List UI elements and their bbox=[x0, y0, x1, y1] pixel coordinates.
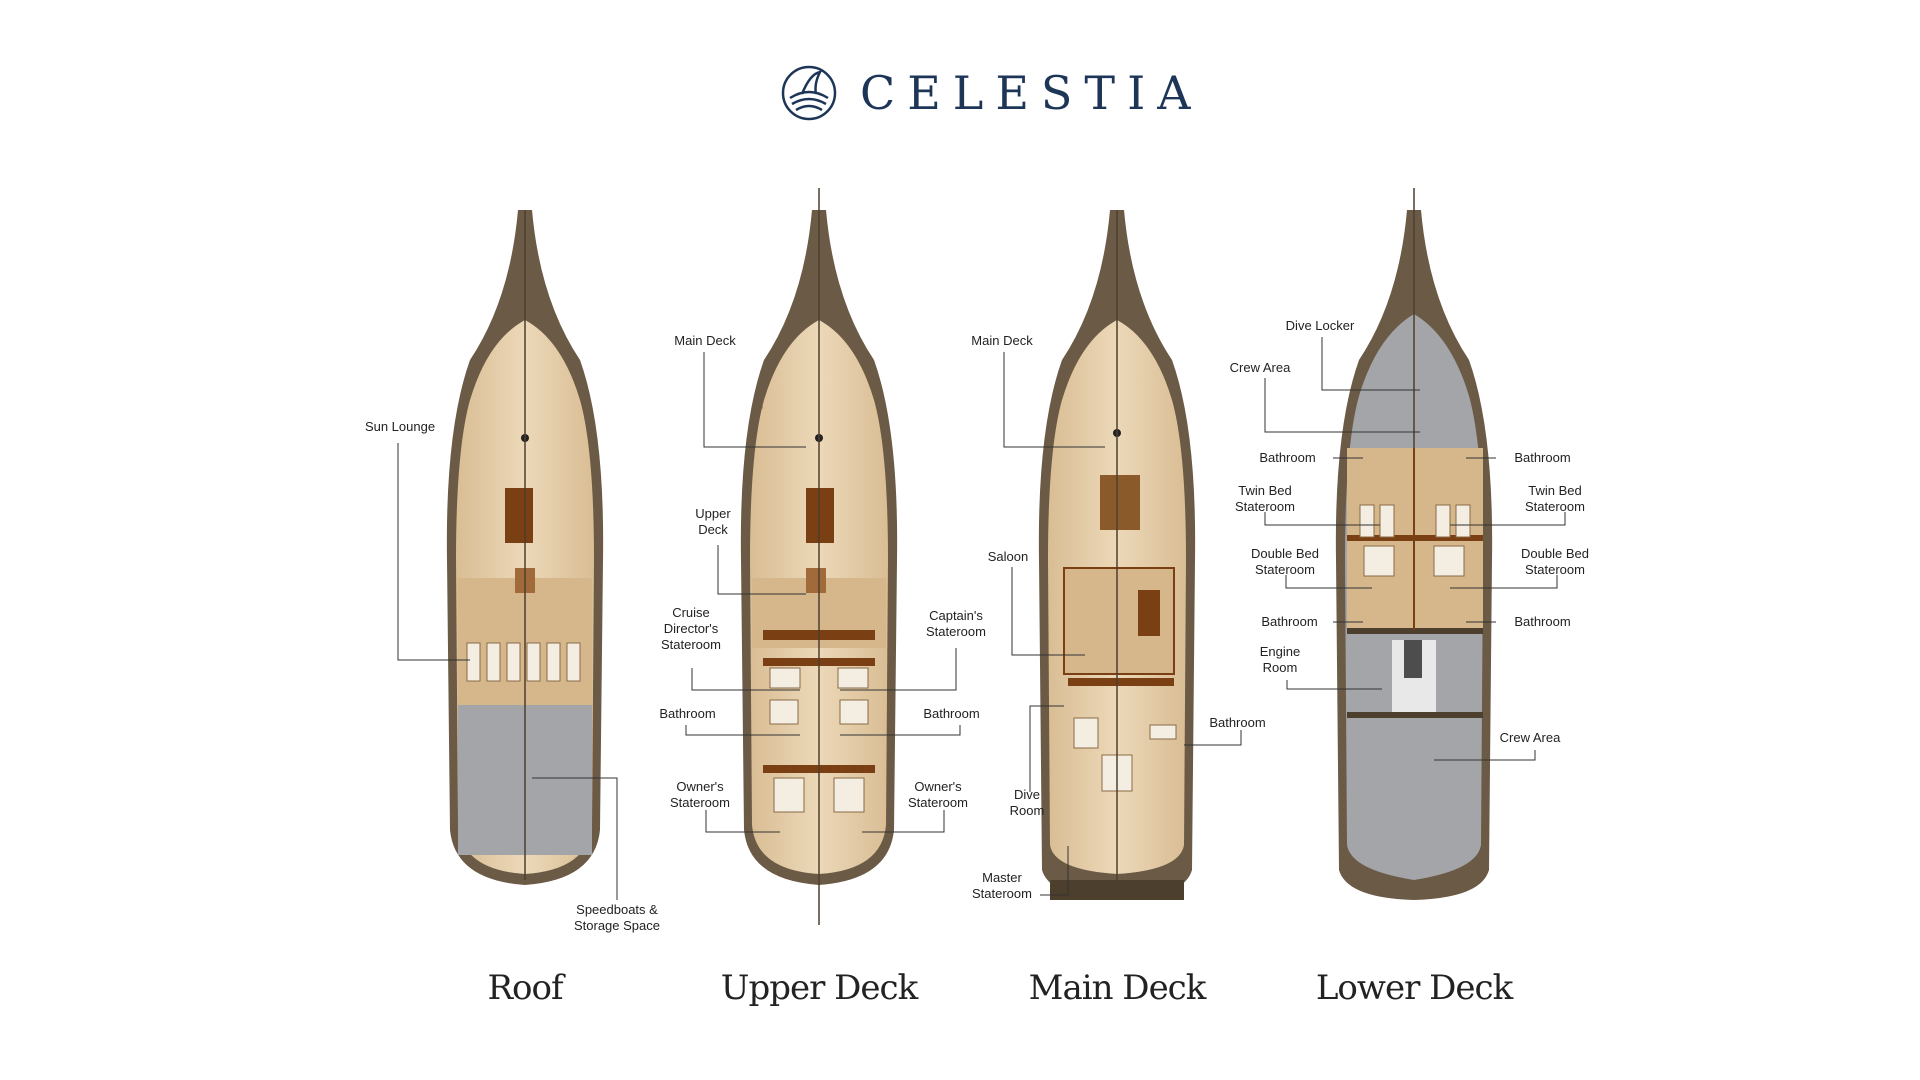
label-double-bed-stateroom-left: Double Bed Stateroom bbox=[1251, 546, 1319, 577]
brand-header: CELESTIA bbox=[0, 60, 1920, 140]
label-engine-room: Engine Room bbox=[1259, 644, 1301, 675]
label-bathroom-upper-left: Bathroom bbox=[659, 706, 716, 721]
label-saloon: Saloon bbox=[987, 549, 1029, 564]
label-upper-deck: Upper Deck bbox=[695, 506, 731, 537]
deck-title-roof: Roof bbox=[487, 968, 563, 1008]
label-owners-stateroom-left: Owner's Stateroom bbox=[670, 779, 730, 810]
label-crew-area-bottom: Crew Area bbox=[1499, 730, 1561, 745]
label-master-stateroom: Master Stateroom bbox=[972, 870, 1032, 901]
label-sun-lounge: Sun Lounge bbox=[364, 419, 436, 434]
label-bathroom-main: Bathroom bbox=[1209, 715, 1266, 730]
label-cruise-director-stateroom: Cruise Director's Stateroom bbox=[661, 605, 721, 652]
label-bathroom-upper-right: Bathroom bbox=[923, 706, 980, 721]
lower-deck-ship bbox=[1335, 188, 1493, 900]
deck-title-upper: Upper Deck bbox=[720, 968, 918, 1008]
label-bathroom-lower-bottom-left: Bathroom bbox=[1261, 614, 1318, 629]
label-dive-locker: Dive Locker bbox=[1285, 318, 1355, 333]
sail-logo-icon bbox=[781, 65, 837, 121]
deck-title-main: Main Deck bbox=[1028, 968, 1207, 1008]
leader-lines bbox=[397, 337, 1566, 900]
label-dive-room: Dive Room bbox=[1009, 787, 1045, 818]
label-captains-stateroom: Captain's Stateroom bbox=[926, 608, 986, 639]
label-double-bed-stateroom-right: Double Bed Stateroom bbox=[1521, 546, 1589, 577]
label-main-deck-main: Main Deck bbox=[971, 333, 1033, 348]
label-twin-bed-stateroom-left: Twin Bed Stateroom bbox=[1235, 483, 1295, 514]
label-speedboats-storage: Speedboats & Storage Space bbox=[573, 902, 660, 933]
label-main-deck-upper: Main Deck bbox=[674, 333, 736, 348]
label-crew-area-top: Crew Area bbox=[1229, 360, 1291, 375]
label-twin-bed-stateroom-right: Twin Bed Stateroom bbox=[1525, 483, 1585, 514]
label-owners-stateroom-right: Owner's Stateroom bbox=[908, 779, 968, 810]
label-bathroom-lower-bottom-right: Bathroom bbox=[1514, 614, 1571, 629]
upper-deck-ship bbox=[740, 188, 898, 925]
roof-ship bbox=[446, 210, 604, 885]
brand-name: CELESTIA bbox=[860, 66, 1203, 120]
main-deck-ship bbox=[1038, 210, 1196, 900]
label-bathroom-lower-top-right: Bathroom bbox=[1514, 450, 1571, 465]
label-bathroom-lower-top-left: Bathroom bbox=[1259, 450, 1316, 465]
deck-title-lower: Lower Deck bbox=[1315, 968, 1513, 1008]
